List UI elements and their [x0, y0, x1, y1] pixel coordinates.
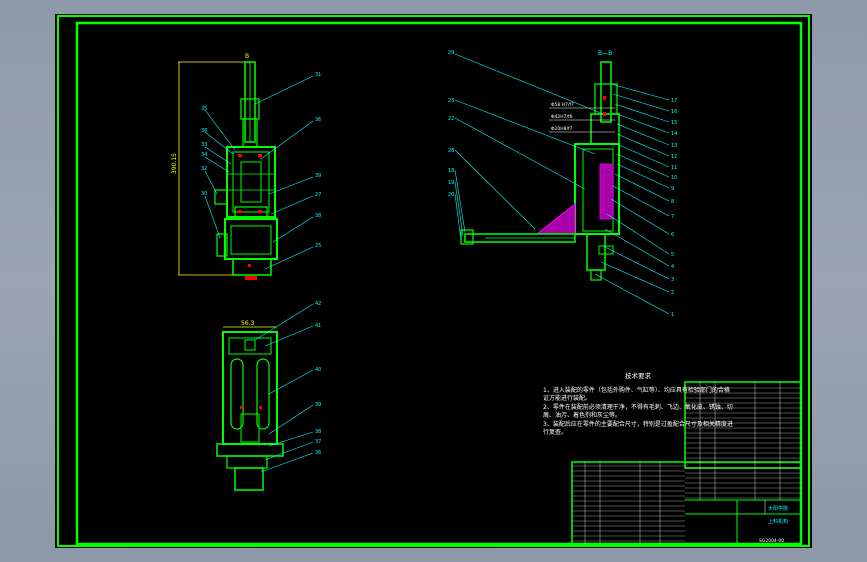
balloon-label: 5	[671, 252, 674, 258]
balloon-label: 33	[201, 142, 207, 148]
balloon-label: 2	[671, 290, 674, 296]
balloon-label: 34	[201, 152, 207, 158]
balloon-label: 23	[448, 98, 454, 104]
balloon-label: 3	[671, 277, 674, 283]
balloon-label: 38	[315, 429, 321, 435]
balloon-label: 29	[448, 50, 454, 56]
balloon-label: 41	[315, 323, 321, 329]
balloon-label: 14	[671, 131, 677, 137]
notes-title: 技术要求	[625, 372, 651, 380]
drawing-sheet: 390.15 B	[55, 14, 812, 548]
note-line: 2、零件在装配前必须清理干净，不得有毛刺、飞边、氧化皮、锈蚀、切屑、油污、着色剂…	[543, 403, 733, 420]
left-dimension-label: 390.15	[171, 153, 178, 174]
balloon-label: 1	[671, 312, 674, 318]
drawing-name: 上料机构	[768, 518, 788, 525]
balloon-label: 9	[671, 186, 674, 192]
section-label: B—B	[598, 50, 612, 57]
fit-label: Φ58 H7/f7	[551, 102, 574, 108]
note-line: 1、进入装配的零件（包括外购件、气缸等）、均应具有检验部门的合格证方能进行装配。	[543, 386, 730, 403]
balloon-label: 4	[671, 264, 674, 270]
balloon-label: 11	[671, 165, 677, 171]
balloon-label: 17	[671, 98, 677, 104]
balloon-label: 31	[315, 72, 321, 78]
balloon-label: 32	[201, 166, 207, 172]
balloon-label: 6	[671, 232, 674, 238]
left-front-view: 390.15 B	[171, 53, 321, 280]
bottom-dimension-label: 56.3	[241, 320, 255, 327]
right-section-view: B—B Φ58 H7/f7 Φ42H7/f6 Φ20H8/f7	[448, 50, 677, 318]
fit-label: Φ42H7/f6	[551, 114, 573, 120]
top-section-label: B	[245, 53, 249, 60]
balloon-label: 39	[315, 173, 321, 179]
balloon-label: 18	[448, 168, 454, 174]
balloon-label: 20	[448, 192, 454, 198]
balloon-label: 7	[671, 214, 674, 220]
drawing-number: SG2004-00	[759, 538, 784, 544]
balloon-label: 16	[671, 109, 677, 115]
company-name: 大阳学院	[768, 505, 788, 512]
balloon-label: 39	[315, 402, 321, 408]
cad-drawing: 390.15 B	[57, 15, 810, 547]
technical-notes: 技术要求 1、进入装配的零件（包括外购件、气缸等）、均应具有检验部门的合格证方能…	[543, 372, 733, 438]
inner-frame	[75, 21, 803, 546]
balloon-label: 15	[671, 120, 677, 126]
balloon-label: 37	[315, 439, 321, 445]
balloon-label: 27	[315, 192, 321, 198]
fit-label: Φ20H8/f7	[551, 126, 573, 132]
balloon-label: 10	[671, 175, 677, 181]
balloon-label: 38	[315, 213, 321, 219]
balloon-label: 25	[315, 243, 321, 249]
balloon-label: 36	[315, 117, 321, 123]
balloon-label: 36	[201, 128, 207, 134]
balloon-label: 42	[315, 301, 321, 307]
balloon-label: 35	[201, 106, 207, 112]
title-block: 大阳学院 上料机构 SG2004-00	[685, 499, 801, 544]
balloon-label: 36	[315, 450, 321, 456]
balloon-label: 40	[315, 367, 321, 373]
balloon-label: 13	[671, 143, 677, 149]
balloon-label: 19	[448, 180, 454, 186]
note-line: 3、装配后应在零件的主要配合尺寸，特别是过盈配合尺寸及相关精度进行复查。	[543, 420, 733, 437]
left-bottom-view: 56.3 42 41 40 39 38 37 36	[216, 301, 321, 491]
outer-frame	[57, 15, 810, 547]
balloon-label: 8	[671, 199, 674, 205]
balloon-label: 12	[671, 154, 677, 160]
balloon-label: 30	[201, 191, 207, 197]
bom-rows	[572, 382, 801, 544]
balloon-label: 22	[448, 116, 454, 122]
balloon-label: 28	[448, 148, 454, 154]
